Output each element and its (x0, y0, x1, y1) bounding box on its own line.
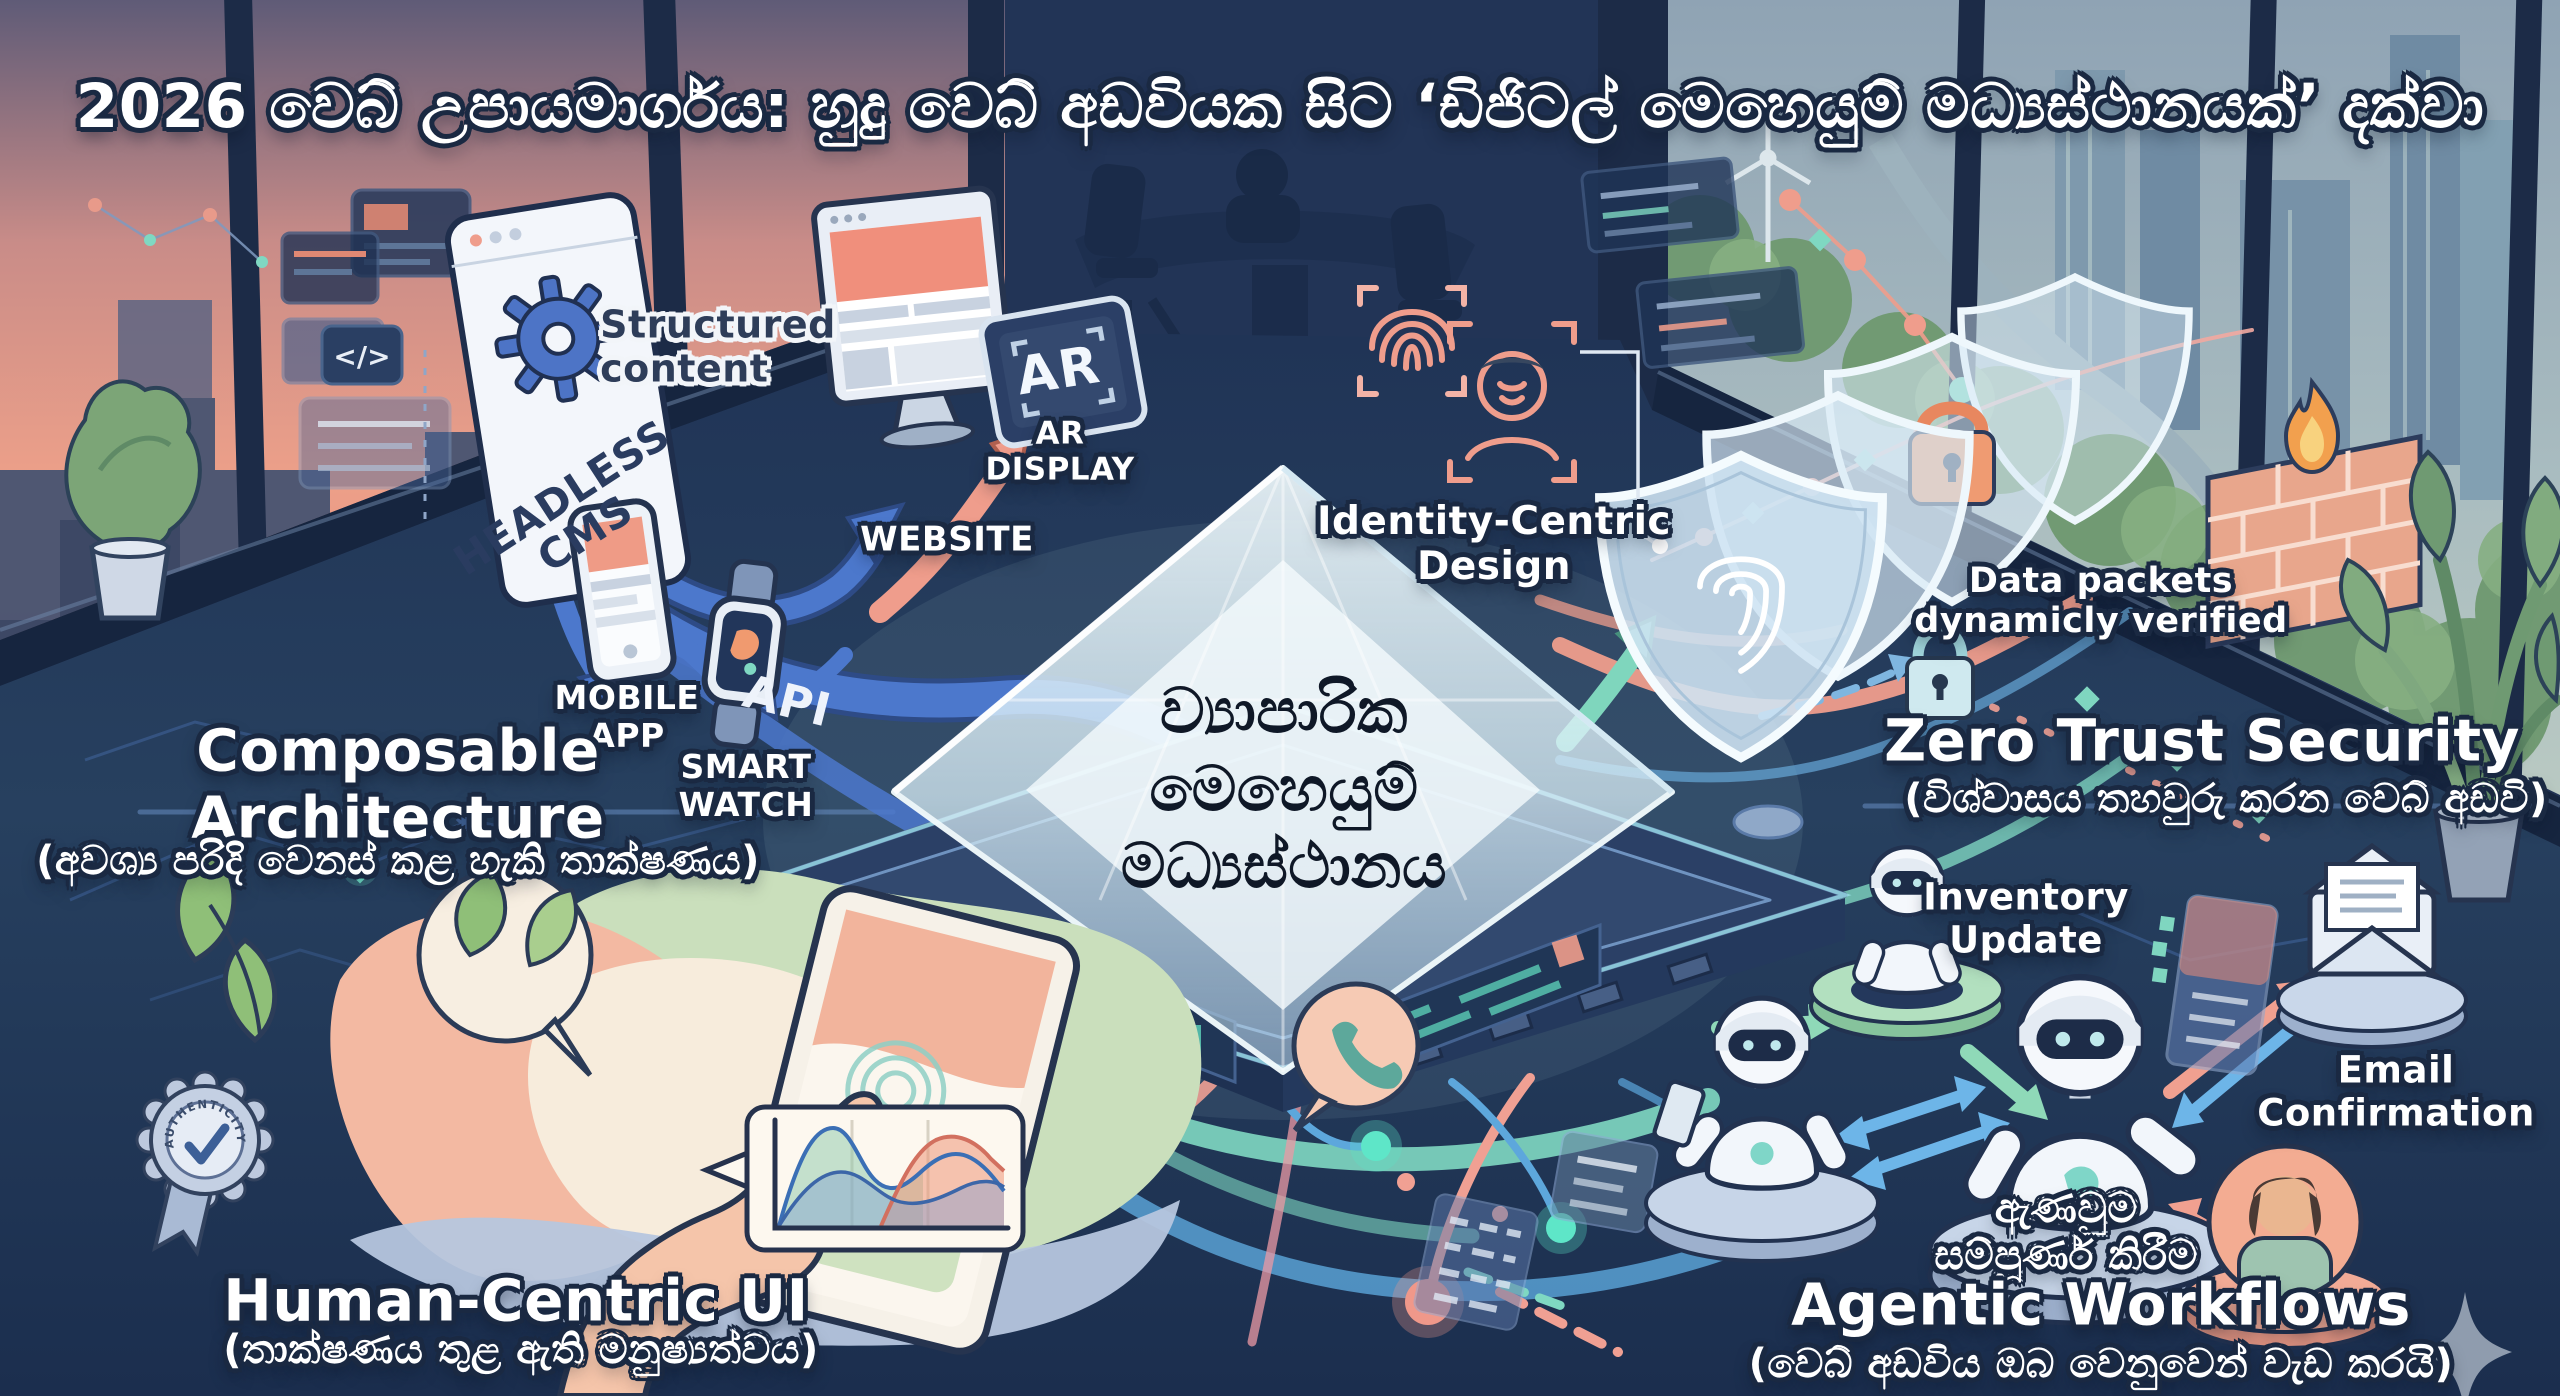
leaf-speech-bubble (416, 866, 594, 1077)
agentic-cluster (1644, 842, 2468, 1350)
padlock-icon (1905, 624, 1975, 720)
email-confirmation-label: Email Confirmation (2257, 1048, 2535, 1134)
sparkle-icon (2418, 1292, 2512, 1396)
data-packets-label: Data packets dynamicly verified (1914, 560, 2288, 641)
message-panel (1549, 1130, 1659, 1234)
floating-data-panels: </> (88, 188, 472, 530)
chart-bubble (699, 1104, 1026, 1253)
website-monitor (811, 185, 1015, 450)
call-speech-bubble (1291, 981, 1421, 1133)
plant-left (64, 379, 202, 621)
smart-watch-label: SMART WATCH (678, 747, 814, 824)
human-centric-scene: AUTHENTICITY (135, 846, 1421, 1396)
agentic-subtitle: (වෙබ් අඩවිය ඔබ වෙනුවෙන් වැඩ කරයි) (1748, 1341, 2454, 1387)
order-completion-label: ඇණවුම සම්පූර්ණ කිරීම (1934, 1183, 2198, 1279)
structured-content-label: Structured content (600, 302, 836, 390)
zero-trust-title: Zero Trust Security (1884, 706, 2520, 775)
identity-connector (1580, 350, 1668, 554)
headless-cms-card (444, 192, 692, 608)
glass-pyramid (891, 465, 1675, 1075)
smart-watch-icon (701, 558, 787, 750)
identity-centric-label: Identity-Centric Design (1316, 499, 1672, 589)
customer-avatar (2181, 1143, 2389, 1350)
workflow-doc-panel (2151, 894, 2279, 1076)
email-envelope-icon (2276, 842, 2468, 1049)
robot-phone-device (1652, 1079, 1706, 1148)
website-label: WEBSITE (860, 519, 1034, 560)
robot-phone (1644, 995, 1880, 1263)
plant-right (2338, 449, 2560, 903)
code-icon: </> (333, 340, 390, 373)
data-stream-panels (1580, 156, 1975, 403)
mobile-phone-icon (567, 498, 677, 686)
robot-central (1927, 973, 2233, 1326)
check-icon (184, 1123, 230, 1165)
ar-tablet (978, 295, 1148, 449)
agentic-title: Agentic Workflows (1791, 1270, 2411, 1339)
page-title: 2026 වෙබ් උපායමාර්ගය: හුදු වෙබ් අඩවියක ස… (75, 70, 2485, 142)
authenticity-badge: AUTHENTICITY (135, 1070, 275, 1257)
fingerprint-scan-icon (1357, 285, 1467, 397)
keypad-panel (1413, 1193, 1539, 1331)
ar-display-label: AR DISPLAY (985, 415, 1135, 487)
face-scan-icon (1447, 321, 1577, 483)
mobile-app-label: MOBILE APP (554, 678, 700, 755)
zero-trust-shields (1595, 272, 2193, 763)
robot-inventory (1809, 845, 2005, 1041)
human-centric-subtitle: (තාක්ෂණය තුළ ඇති මනුෂ්‍යත්වය) (223, 1327, 819, 1373)
composable-subtitle: (අවශ්‍ය පරිදි වෙනස් කළ හැකි තාක්ෂණය) (36, 838, 760, 884)
hub-label: ව්‍යාපාරික මෙහෙයුම් මධ්‍යස්ථානය (1120, 673, 1448, 902)
wind-turbine-icon (1724, 110, 1812, 262)
composable-title: Composable Architecture (191, 716, 605, 851)
zero-trust-subtitle: (විශ්වාසය තහවුරු කරන වෙබ් අඩවි) (1904, 776, 2548, 822)
shield-fingerprint-icon (1595, 450, 1887, 763)
gear-icon (494, 274, 623, 403)
inventory-update-label: Inventory Update (1923, 875, 2129, 961)
human-centric-title: Human-Centric UI (223, 1266, 809, 1335)
phone-call-icon (1332, 1021, 1403, 1089)
flame-icon (2283, 376, 2341, 475)
